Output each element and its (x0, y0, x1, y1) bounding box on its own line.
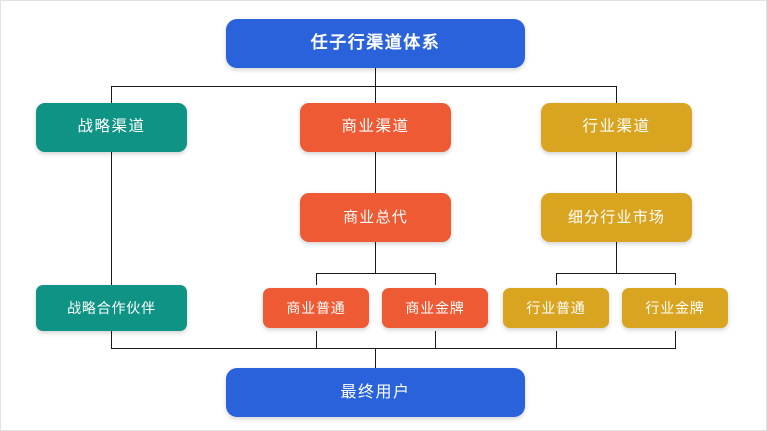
connector-drop-industry-level1 (616, 86, 617, 104)
node-end-user[interactable]: 最终用户 (226, 368, 525, 417)
connector-strategic-leaf-to-bottom (111, 331, 112, 348)
connector-level1-bus (111, 86, 617, 87)
connector-industry-level2-stem (616, 242, 617, 273)
connector-commercial-jinpai-to-bottom (435, 331, 436, 348)
node-strategic-partner[interactable]: 战略合作伙伴 (36, 285, 187, 331)
connector-bottom-stem (375, 348, 376, 368)
connector-commercial-level2-stem (375, 242, 376, 273)
connector-drop-strategic-level1 (111, 86, 112, 104)
connector-drop-industry-jinpai (675, 273, 676, 285)
connector-bottom-bus (111, 348, 676, 349)
node-industry-segment-market[interactable]: 细分行业市场 (541, 193, 692, 242)
connector-commercial-putong-to-bottom (316, 331, 317, 348)
node-commercial-channel[interactable]: 商业渠道 (300, 103, 451, 152)
connector-industry-split-bus (556, 273, 675, 274)
connector-industry-level1-to-level2 (616, 152, 617, 193)
node-industry-standard[interactable]: 行业普通 (503, 288, 609, 328)
node-commercial-standard[interactable]: 商业普通 (263, 288, 369, 328)
node-commercial-gold[interactable]: 商业金牌 (382, 288, 488, 328)
connector-drop-commercial-putong (316, 273, 317, 285)
connector-commercial-level1-to-level2 (375, 152, 376, 193)
connector-drop-industry-putong (556, 273, 557, 285)
connector-commercial-split-bus (316, 273, 435, 274)
node-industry-channel[interactable]: 行业渠道 (541, 103, 692, 152)
connector-industry-jinpai-to-bottom (675, 331, 676, 348)
node-strategic-channel[interactable]: 战略渠道 (36, 103, 187, 152)
node-root-channel-system[interactable]: 任子行渠道体系 (226, 19, 525, 68)
connector-drop-commercial-jinpai (435, 273, 436, 285)
node-industry-gold[interactable]: 行业金牌 (622, 288, 728, 328)
connector-drop-commercial-level1 (375, 86, 376, 104)
node-commercial-general-agent[interactable]: 商业总代 (300, 193, 451, 242)
connector-strategic-spine (111, 152, 112, 285)
connector-root-stem (375, 68, 376, 86)
connector-industry-putong-to-bottom (556, 331, 557, 348)
